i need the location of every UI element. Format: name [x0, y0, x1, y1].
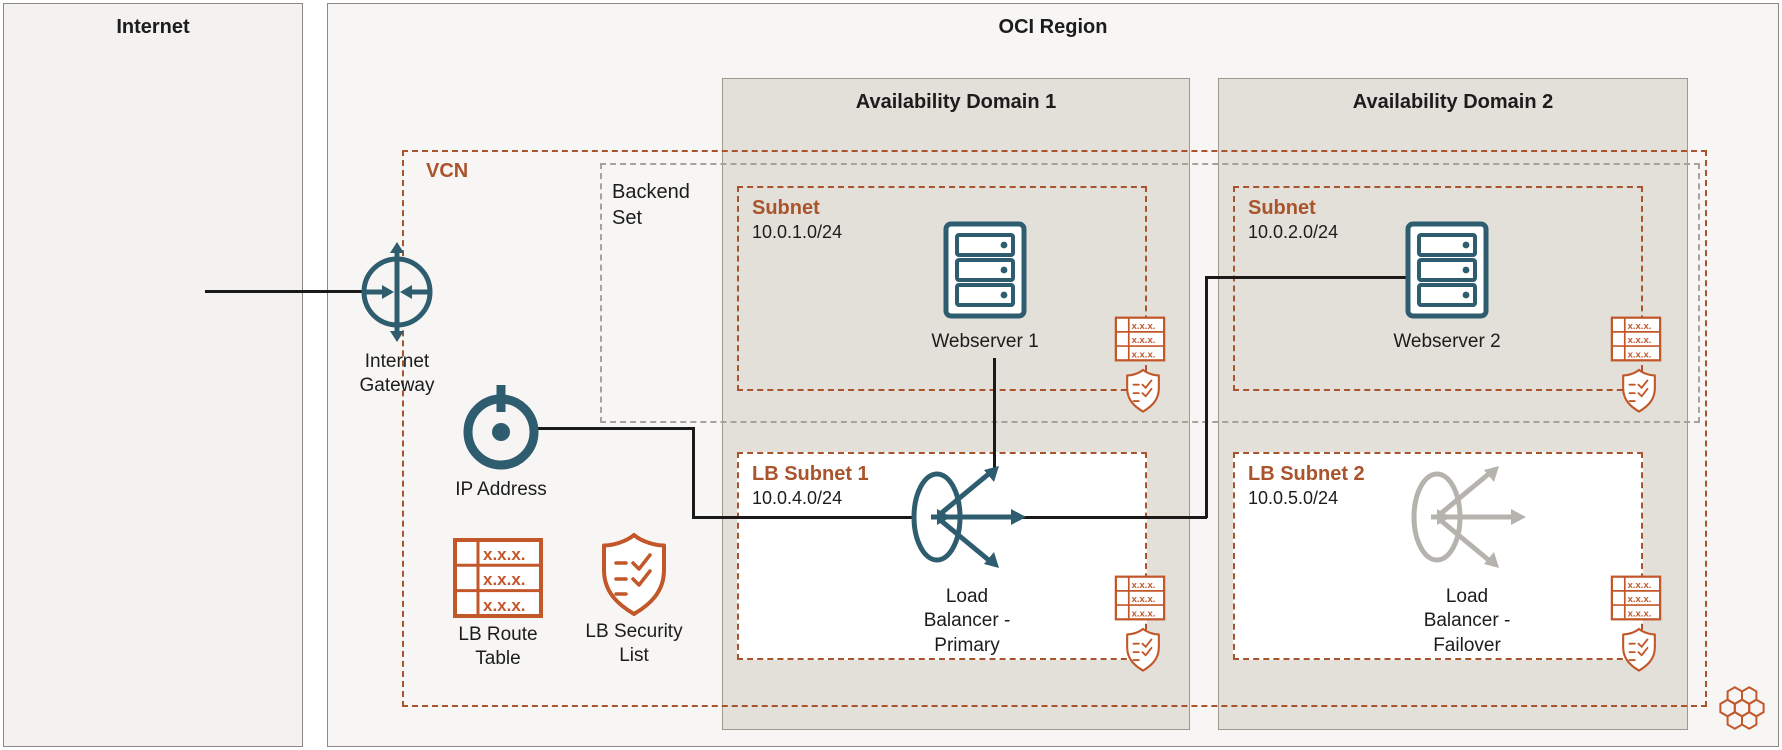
- svg-text:x.x.x.: x.x.x.: [1132, 321, 1156, 332]
- line-lb-out-vertical: [1205, 276, 1208, 518]
- svg-text:x.x.x.: x.x.x.: [1628, 609, 1652, 620]
- svg-text:x.x.x.: x.x.x.: [483, 596, 526, 615]
- webserver1-caption: Webserver 1: [931, 331, 1039, 352]
- svg-text:x.x.x.: x.x.x.: [1132, 350, 1156, 361]
- lb-route-table-caption: LB Route Table: [458, 624, 538, 670]
- svg-text:x.x.x.: x.x.x.: [1132, 594, 1156, 605]
- lb-security-list-icon: [598, 532, 670, 618]
- vcn-boundary: VCN: [402, 150, 1707, 707]
- subnet-web-1-label: Subnet: [752, 197, 820, 219]
- internet-title: Internet: [116, 16, 190, 38]
- line-lb-out-horizontal: [1022, 516, 1207, 519]
- subnet-web-2-label: Subnet: [1248, 197, 1316, 219]
- lb-subnet-2-cidr: 10.0.5.0/24: [1248, 488, 1339, 508]
- svg-text:x.x.x.: x.x.x.: [483, 570, 526, 589]
- lb-subnet-1-cidr: 10.0.4.0/24: [752, 488, 843, 508]
- load-balancer-primary-icon: [907, 452, 1032, 582]
- load-balancer-failover-icon: [1407, 452, 1532, 582]
- line-ip-vertical: [692, 427, 695, 519]
- load-balancer-primary-caption: Load Balancer - Primary: [923, 586, 1011, 656]
- internet-gateway-icon: [347, 240, 447, 345]
- svg-text:x.x.x.: x.x.x.: [1628, 580, 1652, 591]
- security-list-icon: [1620, 368, 1658, 414]
- ip-address-caption: IP Address: [455, 479, 547, 500]
- line-webserver1-to-lb: [993, 358, 996, 470]
- vcn-label: VCN: [426, 160, 469, 182]
- svg-text:x.x.x.: x.x.x.: [1628, 321, 1652, 332]
- lb-subnet-1-label: LB Subnet 1: [752, 463, 869, 485]
- honeycomb-icon: [1712, 678, 1772, 738]
- subnet-web-2-cidr: 10.0.2.0/24: [1248, 222, 1339, 242]
- line-ip-horizontal-1: [538, 427, 694, 430]
- security-list-icon: [1124, 368, 1162, 414]
- lb-security-list-caption: LB Security List: [585, 621, 683, 667]
- subnet-web-1-cidr: 10.0.1.0/24: [752, 222, 843, 242]
- internet-zone: Internet: [3, 3, 303, 747]
- ip-address-icon: [455, 382, 547, 477]
- svg-text:x.x.x.: x.x.x.: [1628, 335, 1652, 346]
- security-list-icon: [1620, 627, 1658, 673]
- svg-text:x.x.x.: x.x.x.: [1132, 580, 1156, 591]
- line-internet-to-gateway: [205, 290, 365, 293]
- webserver2-icon: [1402, 220, 1492, 320]
- oci-region-title: OCI Region: [998, 16, 1108, 38]
- security-list-icon: [1124, 627, 1162, 673]
- subnet-web-2: Subnet 10.0.2.0/24: [1233, 186, 1643, 391]
- route-table-icon: x.x.x. x.x.x. x.x.x.: [1610, 316, 1662, 362]
- svg-text:x.x.x.: x.x.x.: [1628, 350, 1652, 361]
- line-lb-to-webserver2: [1205, 276, 1410, 279]
- ad2-title: Availability Domain 2: [1352, 91, 1554, 113]
- webserver1-icon: [940, 220, 1030, 320]
- ad1-title: Availability Domain 1: [855, 91, 1057, 113]
- backend-set-label: Backend Set: [612, 181, 690, 229]
- svg-text:x.x.x.: x.x.x.: [483, 545, 526, 564]
- lb-subnet-2-label: LB Subnet 2: [1248, 463, 1365, 485]
- lb-route-table-icon: x.x.x. x.x.x. x.x.x.: [452, 537, 544, 619]
- route-table-icon: x.x.x. x.x.x. x.x.x.: [1610, 575, 1662, 621]
- svg-text:x.x.x.: x.x.x.: [1132, 609, 1156, 620]
- internet-gateway-caption: Internet Gateway: [359, 351, 435, 397]
- load-balancer-failover-caption: Load Balancer - Failover: [1423, 586, 1511, 656]
- webserver2-caption: Webserver 2: [1393, 331, 1501, 352]
- backend-set-boundary: Backend Set: [600, 163, 1700, 423]
- line-ip-to-lb-primary: [692, 516, 913, 519]
- route-table-icon: x.x.x. x.x.x. x.x.x.: [1114, 575, 1166, 621]
- svg-text:x.x.x.: x.x.x.: [1628, 594, 1652, 605]
- svg-text:x.x.x.: x.x.x.: [1132, 335, 1156, 346]
- subnet-web-1: Subnet 10.0.1.0/24: [737, 186, 1147, 391]
- route-table-icon: x.x.x. x.x.x. x.x.x.: [1114, 316, 1166, 362]
